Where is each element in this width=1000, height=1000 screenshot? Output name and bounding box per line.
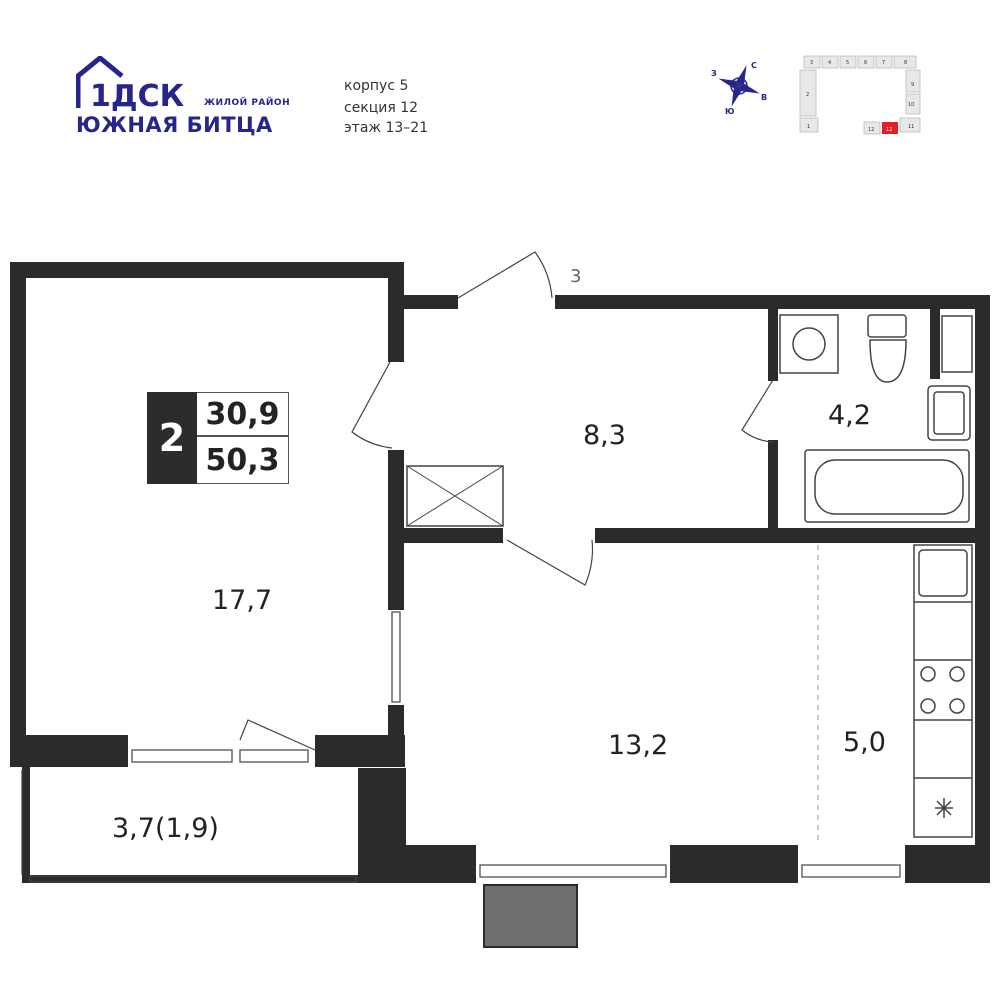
svg-text:9: 9 (911, 82, 914, 88)
logo-main-text: 1ДСК (90, 79, 185, 112)
floor-label: этаж 13–21 (344, 120, 429, 136)
room-area-hall: 8,3 (583, 420, 626, 451)
room-area-living: 13,2 (608, 730, 669, 761)
washing-machine-icon (779, 314, 839, 374)
section-label: секция 12 (344, 100, 419, 116)
svg-text:4: 4 (828, 60, 831, 66)
compass-south: Ю (725, 107, 734, 116)
kitchen-sink-icon (918, 549, 968, 597)
svg-text:11: 11 (908, 124, 914, 130)
compass-west: З (711, 69, 717, 78)
kitchen-counter (913, 544, 973, 838)
room-area-bedroom: 17,7 (212, 585, 273, 616)
svg-text:12: 12 (868, 127, 874, 133)
wall (10, 262, 403, 278)
sink-icon (927, 385, 971, 441)
compass-icon: С В Ю З (711, 61, 767, 116)
logo: 1ДСК (75, 54, 206, 114)
compass-east: В (761, 93, 767, 102)
svg-text:6: 6 (864, 60, 867, 66)
svg-text:2: 2 (806, 92, 809, 98)
room-area-bathroom: 4,2 (828, 400, 871, 431)
fridge-icon (935, 798, 953, 818)
bathtub-icon (804, 449, 970, 523)
logo-house-icon: 1ДСК (75, 54, 185, 114)
svg-text:10: 10 (908, 102, 914, 108)
room-area-balcony: 3,7(1,9) (112, 813, 219, 844)
logo-subtitle: ЖИЛОЙ РАЙОН (204, 98, 291, 108)
living-area: 30,9 (197, 392, 289, 436)
svg-text:8: 8 (904, 60, 907, 66)
room-area-kitchen: 5,0 (843, 727, 886, 758)
entrance-label: 3 (570, 266, 581, 287)
svg-text:3: 3 (810, 60, 813, 66)
apartment-badge: 2 30,9 50,3 (147, 392, 290, 484)
total-area: 50,3 (197, 436, 289, 484)
key-section-highlight (882, 122, 898, 134)
key-section-2-top (803, 55, 821, 69)
stove-icon (920, 666, 936, 682)
shaft (483, 884, 578, 948)
toilet-icon (867, 314, 907, 338)
svg-text:7: 7 (882, 60, 885, 66)
svg-text:1: 1 (807, 124, 810, 130)
logo-district: ЮЖНАЯ БИТЦА (76, 113, 273, 137)
rooms-count: 2 (147, 392, 197, 484)
compass-north: С (751, 61, 757, 70)
building-label: корпус 5 (344, 78, 409, 94)
svg-text:5: 5 (846, 60, 849, 66)
key-plan: 3 4 5 6 7 8 2 1 9 10 11 12 12 (799, 55, 921, 135)
key-highlight-label: 12 (886, 127, 892, 133)
ventilation-shaft-icon (406, 465, 504, 527)
